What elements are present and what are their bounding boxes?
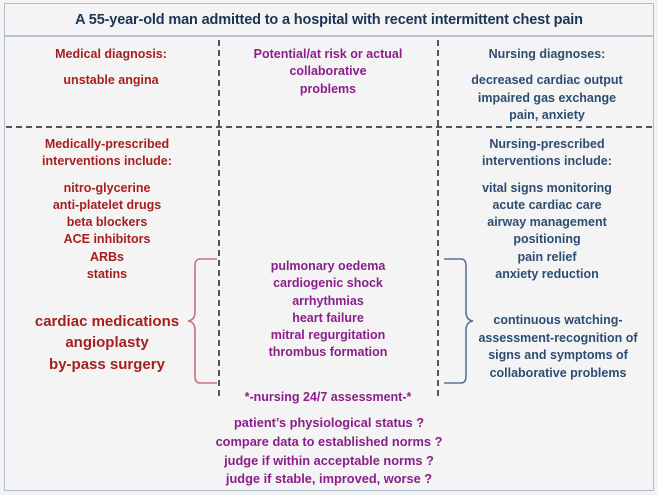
nursing-continuous-line: collaborative problems bbox=[489, 365, 627, 380]
collaborative-list-item: arrhythmias bbox=[292, 293, 364, 308]
collaborative-list-item: pulmonary oedema bbox=[270, 259, 386, 273]
nursing-diagnoses-item: decreased cardiac output bbox=[471, 73, 623, 88]
horizontal-divider bbox=[6, 126, 652, 128]
collaborative-list-item: mitral regurgitation bbox=[270, 328, 386, 342]
nursing-interventions-heading-line: Nursing-prescribed bbox=[489, 137, 605, 151]
medical-interventions-block: Medically-prescribed interventions inclu… bbox=[4, 136, 210, 283]
collaborative-heading-line: problems bbox=[299, 81, 357, 96]
medical-emphasized-item: by-pass surgery bbox=[49, 355, 165, 373]
spacer bbox=[441, 63, 653, 72]
nursing-intervention-item: vital signs monitoring bbox=[482, 180, 612, 195]
medical-intervention-item: ACE inhibitors bbox=[63, 232, 151, 247]
medical-intervention-item: nitro-glycerine bbox=[63, 180, 151, 195]
nursing-interventions-block: Nursing-prescribed interventions include… bbox=[441, 136, 653, 283]
nursing-diagnoses-heading: Nursing diagnoses: bbox=[488, 47, 606, 61]
medical-intervention-item: statins bbox=[86, 266, 128, 281]
nursing-intervention-item: positioning bbox=[513, 232, 581, 247]
nursing-intervention-item: pain relief bbox=[517, 249, 577, 264]
medical-interventions-heading-line: Medically-prescribed bbox=[44, 137, 170, 151]
vertical-divider-left bbox=[218, 40, 220, 396]
assessment-question: patient’s physiological status ? bbox=[233, 415, 425, 430]
nursing-diagnoses-item: pain, anxiety bbox=[509, 107, 585, 122]
medical-diagnosis-item: unstable angina bbox=[63, 73, 159, 88]
medical-intervention-item: anti-platelet drugs bbox=[52, 197, 162, 212]
nursing-interventions-heading-line: interventions include: bbox=[482, 154, 612, 169]
collaborative-heading-line: Potential/at risk or actual bbox=[253, 47, 403, 61]
collaborative-problems-list: pulmonary oedema cardiogenic shock arrhy… bbox=[222, 258, 434, 362]
nursing-intervention-item: airway management bbox=[487, 215, 607, 229]
collaborative-list-item: cardiogenic shock bbox=[273, 276, 383, 291]
collaborative-list-item: heart failure bbox=[292, 310, 364, 325]
assessment-questions-block: patient’s physiological status ? compare… bbox=[129, 414, 529, 489]
nursing-continuous-line: continuous watching- bbox=[493, 313, 623, 327]
diagram-header: A 55-year-old man admitted to a hospital… bbox=[5, 4, 653, 37]
medical-interventions-heading-line: interventions include: bbox=[42, 154, 172, 169]
right-curly-brace-icon bbox=[444, 258, 474, 384]
spacer bbox=[441, 171, 653, 180]
medical-intervention-item: ARBs bbox=[89, 249, 125, 264]
nursing-continuous-line: assessment-recognition of bbox=[478, 330, 638, 345]
page-title: A 55-year-old man admitted to a hospital… bbox=[75, 11, 583, 28]
assessment-title: *-nursing 24/7 assessment-* bbox=[244, 390, 412, 404]
diagram-frame bbox=[4, 3, 654, 491]
medical-emphasized-item: cardiac medications bbox=[34, 313, 180, 330]
collaborative-list-item: thrombus formation bbox=[268, 345, 388, 360]
assessment-question: compare data to established norms ? bbox=[215, 433, 443, 449]
nursing-continuous-watching-block: continuous watching- assessment-recognit… bbox=[460, 312, 656, 382]
collaborative-problems-heading-block: Potential/at risk or actual collaborativ… bbox=[222, 46, 434, 98]
vertical-divider-right bbox=[437, 40, 439, 396]
medical-emphasized-item: angioplasty bbox=[65, 334, 149, 352]
medical-diagnosis-block: Medical diagnosis: unstable angina bbox=[6, 46, 216, 90]
nursing-diagnoses-item: impaired gas exchange bbox=[477, 90, 617, 105]
nursing-continuous-line: signs and symptoms of bbox=[488, 348, 628, 362]
medical-diagnosis-heading: Medical diagnosis: bbox=[55, 47, 167, 61]
spacer bbox=[4, 171, 210, 180]
spacer bbox=[6, 63, 216, 72]
collaborative-heading-line: collaborative bbox=[289, 64, 367, 79]
medical-intervention-item: beta blockers bbox=[66, 215, 148, 229]
assessment-question: judge if stable, improved, worse ? bbox=[225, 471, 433, 487]
nursing-intervention-item: anxiety reduction bbox=[495, 266, 599, 281]
nursing-intervention-item: acute cardiac care bbox=[492, 197, 602, 212]
nursing-diagnoses-block: Nursing diagnoses: decreased cardiac out… bbox=[441, 46, 653, 124]
assessment-question: judge if within acceptable norms ? bbox=[224, 452, 434, 468]
left-curly-brace-icon bbox=[187, 258, 217, 384]
medical-interventions-emphasized-block: cardiac medications angioplasty by-pass … bbox=[4, 311, 210, 375]
